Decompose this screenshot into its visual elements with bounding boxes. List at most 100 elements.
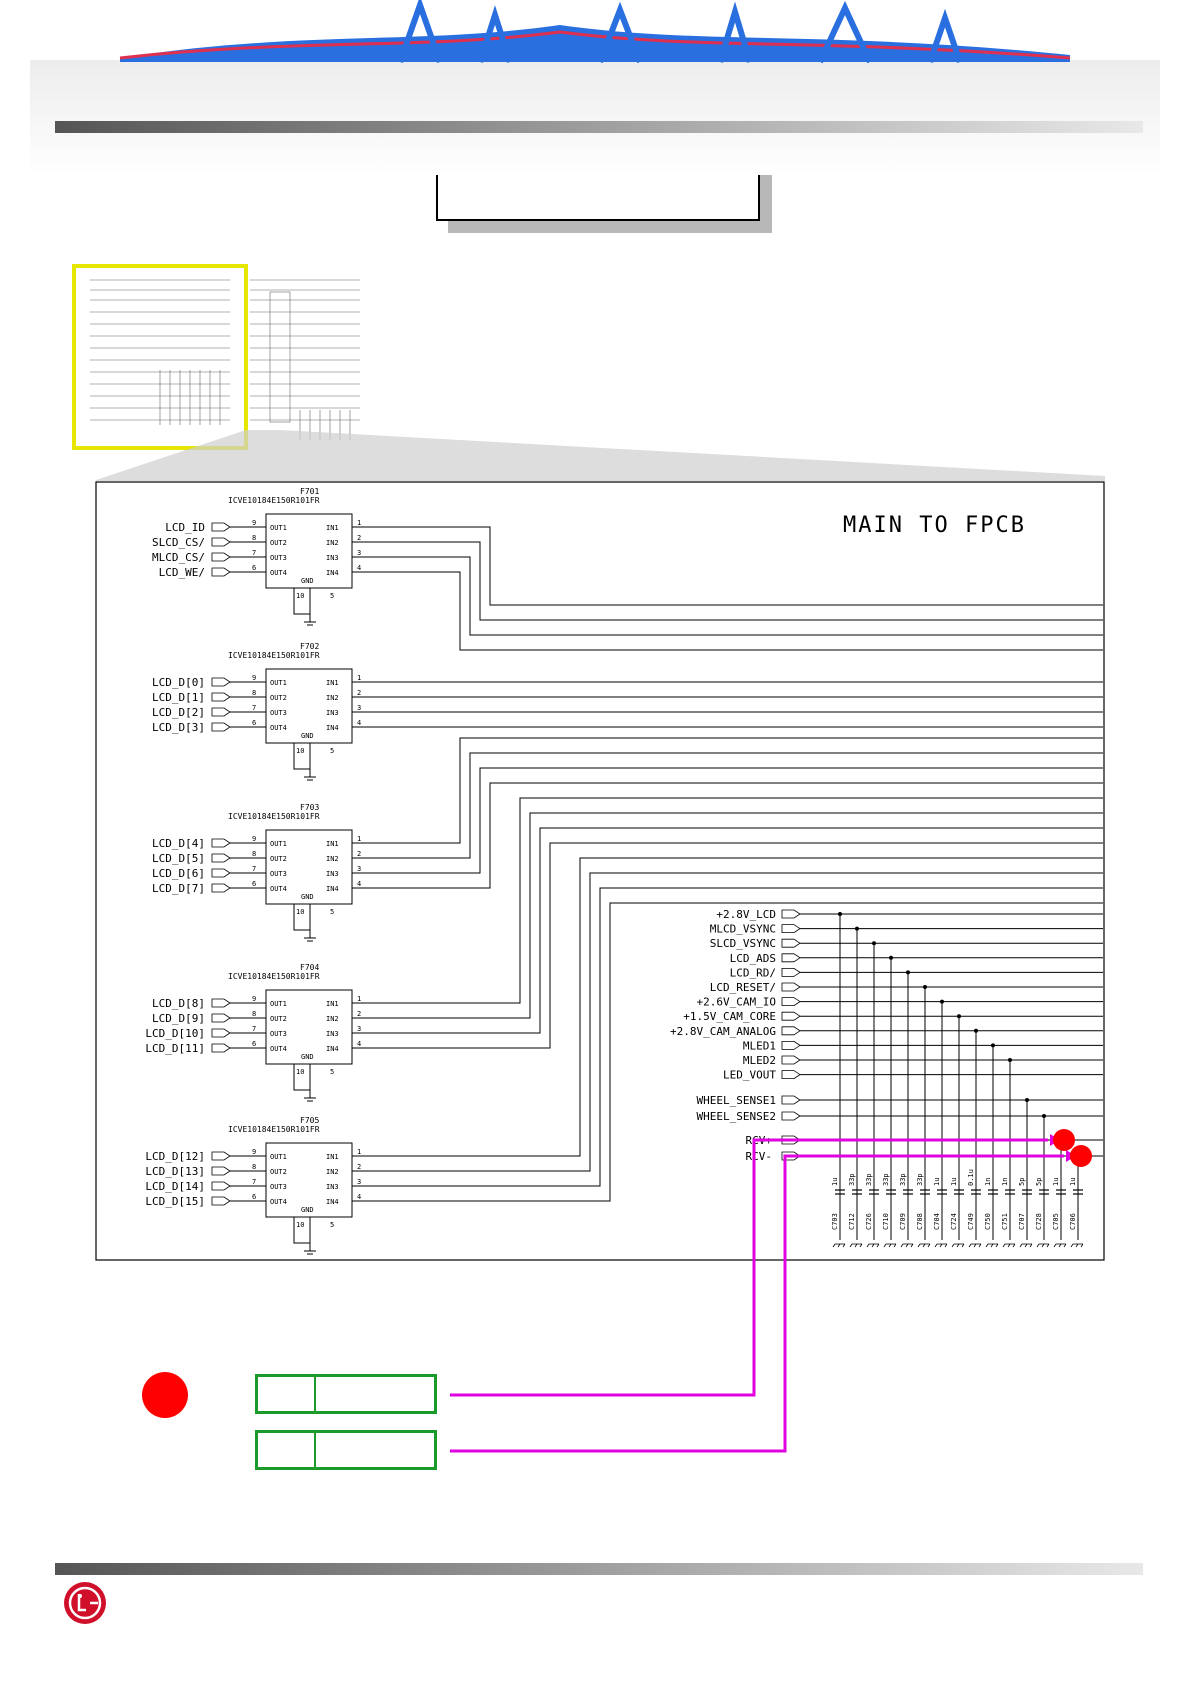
bus-wire: [352, 526, 1103, 606]
power-net-label: +2.8V_LCD: [716, 908, 776, 921]
out-pin-label: OUT1: [270, 679, 287, 687]
right-pin-number: 2: [357, 850, 361, 858]
in-pin-label: IN2: [326, 855, 339, 863]
ground-symbol-icon: [866, 1243, 880, 1248]
filter-ref: F702: [300, 642, 319, 651]
capacitor-ref: C709: [899, 1213, 907, 1230]
capacitor-value: 1u: [1052, 1178, 1060, 1186]
ground-symbol-icon: [304, 769, 316, 781]
legend-marker-dot: [142, 1372, 188, 1418]
header-divider-bar: [55, 121, 1143, 133]
in-pin-label: IN1: [326, 524, 339, 532]
junction-dot: [855, 926, 859, 931]
filter-input-label: LCD_D[10]: [145, 1027, 205, 1040]
filter-input-label: LCD_D[0]: [152, 676, 205, 689]
rcv-net-label: RCV-: [746, 1150, 773, 1163]
bus-wire: [352, 556, 1103, 636]
ground-symbol-icon: [1002, 1243, 1016, 1248]
left-pin-number: 9: [252, 1148, 256, 1156]
port-arrow-icon: [781, 1026, 801, 1036]
filter-input-label: LCD_D[13]: [145, 1165, 205, 1178]
in-pin-label: IN3: [326, 554, 339, 562]
filter-part-number: ICVE10184E150R101FR: [228, 1125, 320, 1134]
out-pin-label: OUT3: [270, 709, 287, 717]
port-arrow-icon: [211, 1166, 231, 1176]
in-pin-label: IN1: [326, 840, 339, 848]
power-net-label: +2.8V_CAM_ANALOG: [670, 1025, 776, 1038]
power-net-label: MLCD_VSYNC: [710, 923, 776, 936]
port-arrow-icon: [211, 868, 231, 878]
capacitor-value: 33p: [882, 1173, 890, 1186]
filter-gnd-label: GND: [301, 1053, 314, 1061]
port-arrow-icon: [211, 998, 231, 1008]
ground-symbol-icon: [304, 614, 316, 626]
filter-gnd-label: GND: [301, 1206, 314, 1214]
junction-dot: [838, 912, 842, 916]
bottom-pin-label: 5: [330, 592, 334, 600]
ground-symbol-icon: [900, 1243, 914, 1248]
filter-input-label: LCD_D[8]: [152, 997, 205, 1010]
filter-body: [265, 513, 353, 589]
probe-line-rcv-plus: [450, 1138, 1048, 1397]
capacitor-ref: C749: [967, 1213, 975, 1230]
capacitor-value: 1u: [1069, 1178, 1077, 1186]
right-pin-number: 4: [357, 719, 361, 727]
port-arrow-icon: [211, 692, 231, 702]
filter-ref: F701: [300, 487, 319, 496]
bus-wire: [352, 842, 1103, 1049]
port-arrow-icon: [211, 567, 231, 577]
port-arrow-icon: [781, 1055, 801, 1065]
right-pin-number: 3: [357, 1178, 361, 1186]
filter-gnd-wire: [293, 904, 311, 931]
in-pin-label: IN3: [326, 870, 339, 878]
port-arrow-icon: [211, 853, 231, 863]
port-arrow-icon: [781, 953, 801, 963]
out-pin-label: OUT3: [270, 1183, 287, 1191]
junction-dot: [940, 999, 944, 1004]
filter-input-label: LCD_WE/: [159, 566, 205, 579]
filter-part-number: ICVE10184E150R101FR: [228, 812, 320, 821]
power-net-label: LED_VOUT: [723, 1069, 776, 1082]
in-pin-label: IN4: [326, 885, 339, 893]
bottom-pin-label: 5: [330, 908, 334, 916]
port-arrow-icon: [781, 909, 801, 919]
ground-symbol-icon: [849, 1243, 863, 1248]
capacitor-ref: C703: [831, 1213, 839, 1230]
power-net-label: MLED2: [743, 1054, 776, 1067]
filter-part-number: ICVE10184E150R101FR: [228, 972, 320, 981]
power-net-label: LCD_RD/: [730, 966, 776, 979]
capacitor-ref: C707: [1018, 1213, 1026, 1230]
ground-symbol-icon: [934, 1243, 948, 1248]
filter-input-label: LCD_D[4]: [152, 837, 205, 850]
capacitor-value: 5p: [1018, 1178, 1026, 1186]
in-pin-label: IN1: [326, 1000, 339, 1008]
left-pin-number: 6: [252, 564, 256, 572]
bus-wire: [352, 857, 1103, 1157]
bus-wire: [352, 782, 1103, 889]
in-pin-label: IN3: [326, 709, 339, 717]
left-pin-number: 7: [252, 865, 256, 873]
port-arrow-icon: [211, 722, 231, 732]
power-net-label: MLED1: [743, 1039, 776, 1052]
port-arrow-icon: [211, 838, 231, 848]
filter-input-label: LCD_D[11]: [145, 1042, 205, 1055]
filter-input-label: LCD_D[15]: [145, 1195, 205, 1208]
capacitor-ref: C750: [984, 1213, 992, 1230]
filter-input-label: LCD_ID: [165, 521, 205, 534]
port-arrow-icon: [211, 1151, 231, 1161]
filter-body: [265, 668, 353, 744]
probe-lines: [450, 1134, 1076, 1453]
wheel-net-label: WHEEL_SENSE2: [697, 1110, 776, 1123]
right-pin-number: 1: [357, 674, 361, 682]
filter-part-number: ICVE10184E150R101FR: [228, 496, 320, 505]
in-pin-label: IN1: [326, 1153, 339, 1161]
ground-symbol-icon: [304, 1090, 316, 1102]
